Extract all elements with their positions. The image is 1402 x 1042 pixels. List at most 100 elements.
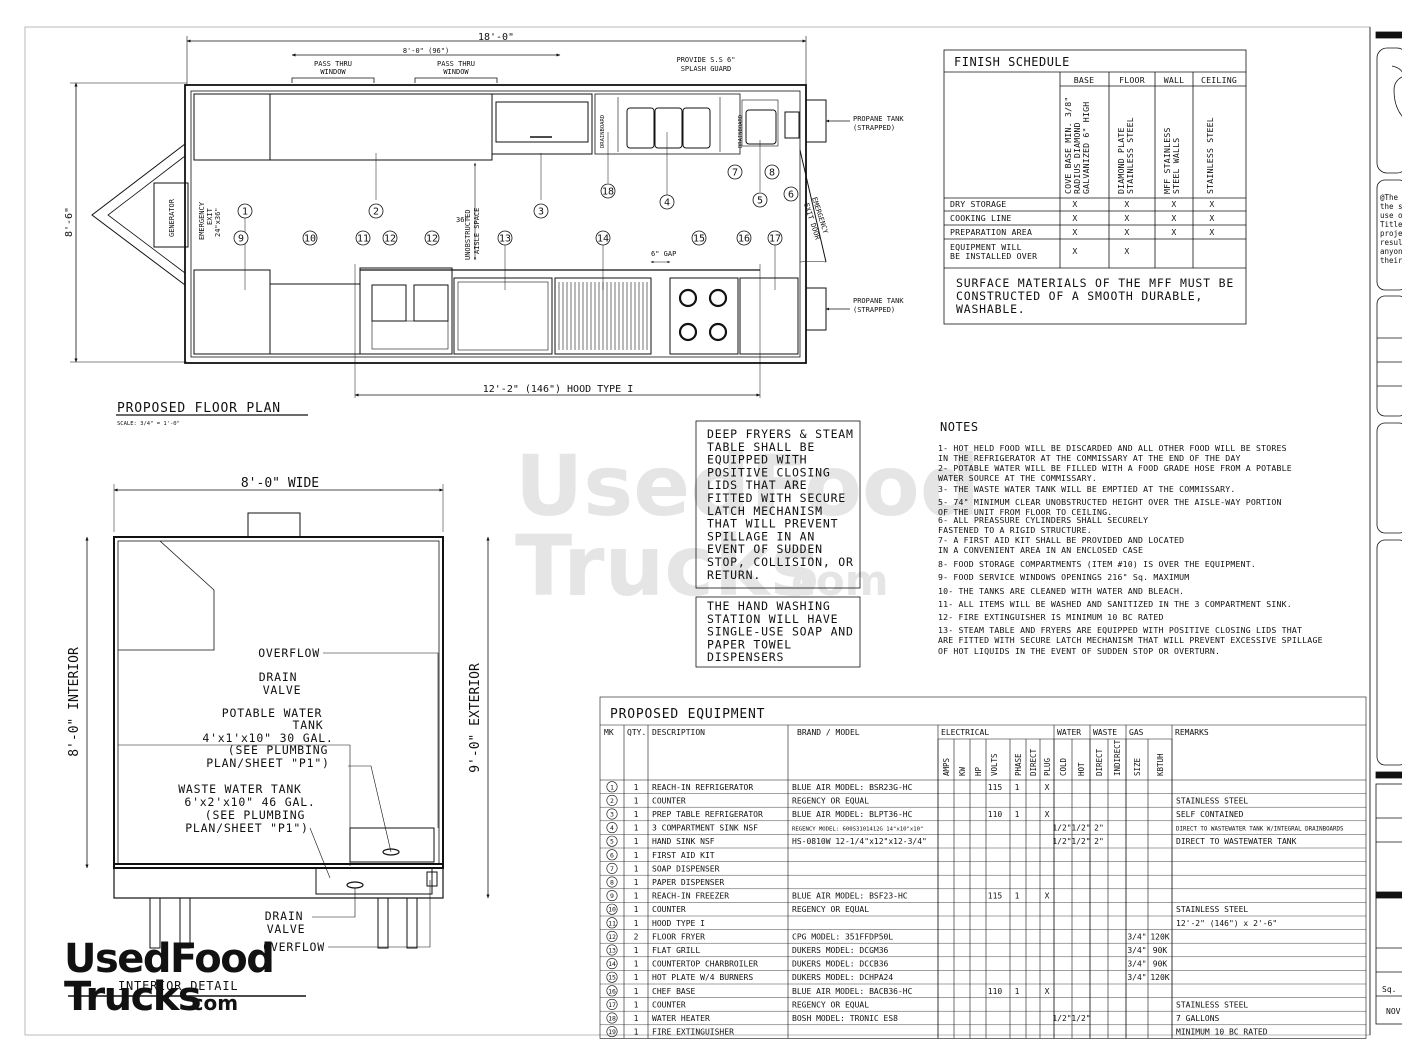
equip-qty: 1 [634, 783, 639, 792]
interior-height-dim: 8'-0" INTERIOR [67, 647, 82, 757]
finish-material-text: STAINLESS STEEL [1205, 117, 1215, 194]
equip-mk-circle [606, 930, 618, 942]
note-line: 11- ALL ITEMS WILL BE WASHED AND SANITIZ… [938, 599, 1292, 609]
aisle-line1: UNOBSTRUCTED [464, 209, 472, 260]
finish-row-name: COOKING LINE [950, 213, 1012, 223]
note-line: IN THE REFRIGERATOR AT THE COMMISSARY AT… [938, 453, 1241, 463]
logo-suffix: .com [184, 991, 238, 1015]
note-line: 9- FOOD SERVICE WINDOWS OPENINGS 216" Sq… [938, 572, 1189, 582]
equip-volts: 115 [988, 892, 1003, 901]
callout-circle [533, 203, 549, 219]
callout-number: 6 [788, 190, 794, 201]
equip-brand: HS-0810W 12-1/4"x12"x12-3/4" [792, 837, 927, 846]
note-line: FASTENED TO A RIGID STRUCTURE. [938, 525, 1092, 535]
callout-circle [600, 183, 616, 199]
equip-qty: 1 [634, 919, 639, 928]
callout-circle [302, 230, 318, 246]
window-span-dim: 8'-0" (96") [403, 47, 449, 55]
finish-row-name: EQUIPMENT WILL [950, 242, 1022, 252]
faint-watermark-line2: Trucks [515, 517, 820, 615]
finish-mark: X [1072, 213, 1077, 223]
note-line: 7- A FIRST AID KIT SHALL BE PROVIDED AND… [938, 535, 1184, 545]
finish-row-name: BE INSTALLED OVER [950, 251, 1037, 261]
equip-brand: REGENCY MODEL: 600S3101412G 14"x10"x10" [792, 827, 923, 833]
handwash-note-line: PAPER TOWEL [707, 637, 792, 651]
waste-line1: WASTE WATER TANK [178, 782, 302, 796]
callout-number: 4 [664, 198, 670, 209]
faint-watermark-line1: UsedFood [515, 437, 980, 535]
drain-bottom-line1: DRAIN [265, 909, 304, 923]
callout-circle [691, 230, 707, 246]
interior-detail-title: INTERIOR DETAIL [118, 979, 238, 993]
tb-frag-6: anyon [1380, 247, 1402, 256]
tb-frag-2: use o [1380, 211, 1402, 220]
equip-brand: BLUE AIR MODEL: BACB36-HC [792, 987, 913, 996]
callout-number: 18 [602, 187, 614, 198]
finish-note-line1: SURFACE MATERIALS OF THE MFF MUST BE [956, 276, 1234, 290]
finish-schedule [943, 49, 1247, 325]
equip-header-desc: DESCRIPTION [652, 728, 705, 737]
callout-circle [659, 194, 675, 210]
equip-cold: 1/2" [1052, 837, 1071, 846]
equip-hot: 1/2" [1071, 1014, 1090, 1023]
finish-header-ceiling: CEILING [1201, 75, 1237, 85]
equip-desc: FIRST AID KIT [652, 851, 715, 860]
equip-sub-header: SIZE [1133, 757, 1142, 776]
equip-remarks: STAINLESS STEEL [1176, 796, 1248, 805]
equip-direct: 2" [1094, 837, 1104, 846]
equip-remarks: MINIMUM 10 BC RATED [1176, 1028, 1268, 1037]
callout-circle [233, 230, 249, 246]
note-line: 3- THE WASTE WATER TANK WILL BE EMPTIED … [938, 484, 1236, 494]
callout-circle [752, 192, 768, 208]
callout-number: 8 [769, 168, 775, 179]
callout-circle [595, 230, 611, 246]
finish-header-floor: FLOOR [1119, 75, 1145, 85]
equip-mk: 17 [608, 1001, 616, 1009]
equip-plug: X [1045, 987, 1050, 996]
callout-circle [237, 203, 253, 219]
floor-plan-title: PROPOSED FLOOR PLAN [117, 401, 281, 416]
equip-mk-circle [606, 971, 618, 983]
fryer-note-line: TABLE SHALL BE [707, 440, 815, 454]
equip-header-qty: QTY. [627, 728, 646, 737]
equip-plug: X [1045, 783, 1050, 792]
emergency-exit-line2: EXIT [206, 207, 214, 225]
equip-volts: 115 [988, 783, 1003, 792]
equip-qty: 1 [634, 878, 639, 887]
equip-mk: 4 [610, 824, 614, 832]
equip-brand: BLUE AIR MODEL: BLPT36-HC [792, 810, 913, 819]
equip-desc: REACH-IN FREEZER [652, 892, 729, 901]
equip-sub-header: AMPS [942, 757, 951, 776]
callout-number: 13 [499, 234, 511, 245]
finish-material-text: COVE BASE MIN. 3/8" [1063, 97, 1073, 194]
equip-qty: 1 [634, 1000, 639, 1009]
equip-desc: PAPER DISPENSER [652, 878, 724, 887]
notes-title: NOTES [940, 420, 979, 434]
equip-kbtuh: 90K [1153, 960, 1168, 969]
equip-brand: DUKERS MODEL: DCGM36 [792, 946, 889, 955]
equip-mk-circle [606, 862, 618, 874]
hood-dim: 12'-2" (146") HOOD TYPE I [483, 384, 634, 395]
equip-mk-circle [606, 903, 618, 915]
equip-desc: HAND SINK NSF [652, 837, 715, 846]
fryer-note-line: POSITIVE CLOSING [707, 465, 831, 479]
equip-qty: 1 [634, 810, 639, 819]
equip-brand: BOSH MODEL: TRONIC ES8 [792, 1014, 898, 1023]
title-block [1369, 27, 1402, 1035]
floor-plan [70, 36, 850, 416]
potable-line5: PLAN/SHEET "P1") [206, 756, 330, 770]
finish-schedule-title: FINISH SCHEDULE [954, 55, 1070, 69]
equip-desc: PREP TABLE REFRIGERATOR [652, 810, 763, 819]
pass-thru-2-line1: PASS THRU [437, 60, 475, 68]
equip-mk: 13 [608, 947, 616, 955]
equip-header-water: WATER [1057, 728, 1081, 737]
equip-remarks: STAINLESS STEEL [1176, 1000, 1248, 1009]
note-line: 8- FOOD STORAGE COMPARTMENTS (ITEM #10) … [938, 559, 1256, 569]
potable-line2: TANK [293, 718, 324, 732]
equip-header-brand: BRAND / MODEL [797, 728, 860, 737]
equip-hot: 1/2" [1071, 837, 1090, 846]
equip-sub-header: DIRECT [1029, 748, 1038, 776]
equip-qty: 1 [634, 796, 639, 805]
equip-volts: 110 [988, 987, 1003, 996]
equip-desc: CHEF BASE [652, 987, 696, 996]
